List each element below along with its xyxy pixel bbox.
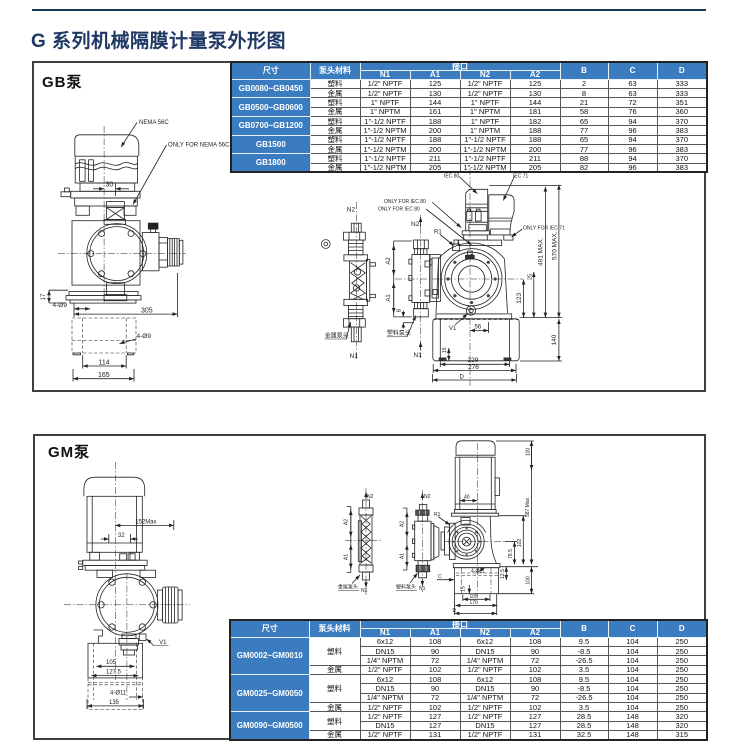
svg-text:105: 105 <box>106 660 117 666</box>
svg-text:金属泵头: 金属泵头 <box>338 584 358 591</box>
svg-text:105: 105 <box>470 594 479 600</box>
svg-text:N2: N2 <box>424 494 431 500</box>
svg-text:塑料泵头: 塑料泵头 <box>396 584 416 591</box>
svg-text:152Max: 152Max <box>135 520 156 526</box>
svg-text:127.5: 127.5 <box>106 670 122 676</box>
svg-text:A2: A2 <box>386 257 392 265</box>
svg-text:491 MAX.: 491 MAX. <box>538 237 545 266</box>
svg-text:305: 305 <box>141 308 153 315</box>
svg-text:15: 15 <box>460 586 466 592</box>
svg-text:ONLY FOR IEC 80: ONLY FOR IEC 80 <box>378 207 420 213</box>
svg-text:D: D <box>453 608 457 614</box>
svg-text:229: 229 <box>468 357 479 364</box>
svg-text:135: 135 <box>109 700 120 706</box>
svg-text:N1: N1 <box>350 353 359 360</box>
svg-text:IEC 71: IEC 71 <box>513 174 529 180</box>
svg-text:17: 17 <box>41 293 47 300</box>
svg-text:170: 170 <box>470 600 479 606</box>
svg-text:102: 102 <box>517 539 523 548</box>
svg-text:B: B <box>397 308 403 312</box>
svg-text:4-Ø11: 4-Ø11 <box>471 569 485 575</box>
svg-text:V1: V1 <box>159 640 167 646</box>
svg-text:ONLY FOR IEC 80: ONLY FOR IEC 80 <box>384 199 426 205</box>
svg-text:56: 56 <box>475 325 482 331</box>
svg-text:A2: A2 <box>400 521 406 527</box>
svg-text:4-Ø9: 4-Ø9 <box>137 333 152 340</box>
svg-text:ONLY FOR NEMA 56C: ONLY FOR NEMA 56C <box>168 143 230 149</box>
svg-text:D: D <box>460 375 465 381</box>
svg-text:A1: A1 <box>400 553 406 559</box>
svg-text:N1: N1 <box>419 586 426 592</box>
svg-text:78.5: 78.5 <box>508 549 514 559</box>
svg-text:ONLY FOR IEC 71: ONLY FOR IEC 71 <box>523 226 565 232</box>
svg-text:587 Max: 587 Max <box>525 497 531 517</box>
svg-text:R1: R1 <box>434 512 441 518</box>
svg-text:100: 100 <box>525 576 531 585</box>
svg-text:NEMA 56C: NEMA 56C <box>139 120 169 126</box>
svg-text:N1: N1 <box>361 588 368 594</box>
svg-text:C: C <box>438 574 442 580</box>
svg-text:4-Ø11: 4-Ø11 <box>110 691 127 697</box>
svg-text:N2: N2 <box>347 207 356 214</box>
svg-text:4-Ø9: 4-Ø9 <box>53 302 68 309</box>
svg-text:N1: N1 <box>414 352 423 359</box>
svg-text:金属泵头: 金属泵头 <box>325 332 349 340</box>
svg-text:N2: N2 <box>367 494 374 500</box>
svg-text:165: 165 <box>98 372 110 379</box>
svg-text:32: 32 <box>118 533 125 539</box>
svg-text:A2: A2 <box>344 519 350 525</box>
svg-text:140: 140 <box>551 334 558 345</box>
svg-text:40: 40 <box>464 495 470 501</box>
svg-text:A1: A1 <box>386 294 392 302</box>
svg-text:100: 100 <box>526 448 532 457</box>
svg-text:570 MAX.: 570 MAX. <box>552 231 559 260</box>
svg-text:A1: A1 <box>344 554 350 560</box>
svg-text:30: 30 <box>106 182 114 189</box>
svg-text:276: 276 <box>468 364 479 371</box>
svg-text:12.5: 12.5 <box>500 569 506 579</box>
svg-text:123: 123 <box>516 292 523 303</box>
svg-text:R1: R1 <box>434 230 442 236</box>
svg-text:V1: V1 <box>449 326 457 332</box>
svg-text:塑料泵头: 塑料泵头 <box>387 329 411 337</box>
svg-text:15: 15 <box>442 347 448 353</box>
svg-text:25: 25 <box>527 274 533 280</box>
svg-text:114: 114 <box>99 360 110 367</box>
svg-text:IEC 80: IEC 80 <box>444 174 460 180</box>
svg-text:N2: N2 <box>411 221 420 228</box>
